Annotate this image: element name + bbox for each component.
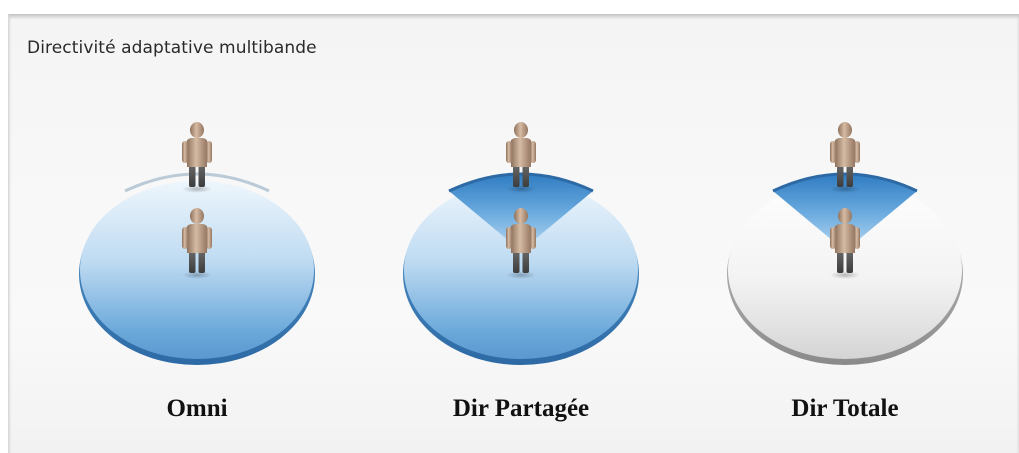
- mode-option-omni[interactable]: Omni: [67, 105, 327, 445]
- mode-option-dir-totale[interactable]: Dir Totale: [715, 105, 975, 445]
- panel-title: Directivité adaptative multibande: [27, 38, 317, 58]
- directivity-panel: Directivité adaptative multibande Omni D…: [8, 14, 1019, 453]
- mode-option-dir-partagee[interactable]: Dir Partagée: [391, 105, 651, 445]
- mode-label-dir-totale: Dir Totale: [791, 395, 899, 422]
- omni-disc-graphic: [79, 122, 315, 365]
- mode-label-dir-partagee: Dir Partagée: [452, 395, 590, 422]
- dir-partagee-disc-graphic: [403, 122, 639, 365]
- dir-totale-disc-graphic: [727, 122, 963, 365]
- mode-label-omni: Omni: [166, 395, 228, 422]
